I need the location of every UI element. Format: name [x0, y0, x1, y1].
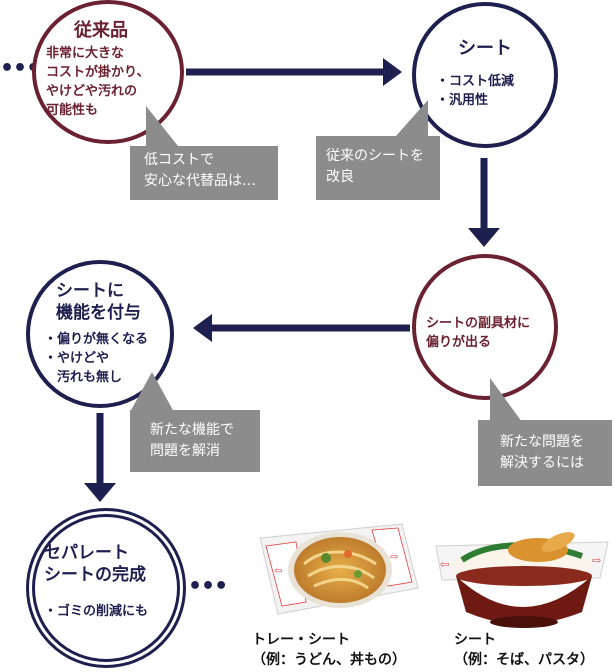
continuation-dots-right: ••• — [188, 574, 228, 599]
arrow-down-left — [84, 413, 116, 502]
bubble-solve: 新たな問題を 解決するには — [478, 420, 612, 486]
caption-tray-sheet: トレー・シート （例：うどん、丼もの） — [252, 632, 406, 668]
arrow-left — [193, 314, 410, 342]
node-conventional-text: 非常に大きな コストが掛かり、 やけどや汚れの 可能性も — [46, 46, 150, 118]
arrow-right — [186, 58, 402, 86]
node-sheet — [412, 2, 558, 148]
node-separate-title: セパレート シートの完成 — [44, 543, 146, 585]
node-separate — [26, 508, 186, 668]
svg-text:⇨: ⇨ — [592, 554, 601, 567]
bubble-improve: 従来のシートを 改良 — [316, 136, 440, 200]
node-side-material-text: シートの副具材に 偏りが出る — [426, 316, 531, 350]
node-separate-text: ・ゴミの削減にも — [44, 604, 149, 619]
svg-text:⇦: ⇦ — [440, 558, 449, 571]
bubble-new-function: 新たな機能で 問題を解消 — [130, 410, 260, 472]
node-sheet-text: ・コスト低減 ・汎用性 — [436, 74, 515, 108]
tray-sheet-image: ⇦ ⇨ — [259, 523, 419, 615]
node-function-title: シートに 機能を付与 — [56, 281, 141, 323]
node-sheet-title: シート — [458, 38, 512, 59]
caption-sheet: シート （例：そば、パスタ） — [454, 632, 594, 668]
node-conventional-title: 従来品 — [74, 20, 128, 41]
node-conventional — [32, 0, 184, 144]
svg-text:⇨: ⇨ — [390, 552, 398, 563]
bubble-alternative: 低コストで 安心な代替品は… — [130, 146, 278, 200]
svg-text:⇦: ⇦ — [274, 566, 282, 577]
arrow-down-right — [468, 158, 500, 247]
node-side-material — [412, 254, 558, 400]
node-function-text: ・偏りが無くなる ・やけどや 汚れも無し — [44, 332, 149, 385]
sheet-bowl-image: ⇦ ⇨ — [435, 532, 609, 628]
